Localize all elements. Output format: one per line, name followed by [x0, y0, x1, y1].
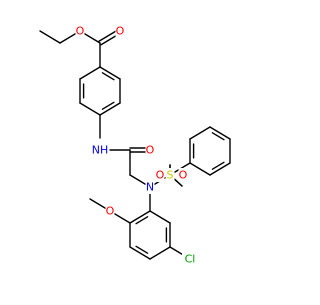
- chlorine-label-background: [182, 252, 198, 266]
- sulfonyl-oxygen-left-label-background: [155, 168, 165, 182]
- sulfonyl-oxygen-right-label-background: [178, 168, 188, 182]
- ester-oxygen-single-label: O: [76, 25, 85, 38]
- chlorine-label: Cl: [185, 253, 196, 266]
- sulfonamide-nitrogen-label: N: [146, 181, 154, 194]
- benzoate-ring-inner-2: [101, 101, 115, 110]
- chloromethoxy-ring-inner-2: [135, 245, 149, 254]
- chloromethoxy-ring-bond-5: [149, 210, 171, 224]
- chloromethoxy-ring-inner-0: [135, 216, 149, 225]
- ester-oxygen-double-label: O: [116, 25, 125, 38]
- amide-oxygen-label-background: [145, 143, 155, 157]
- phenyl-ring-bond-4: [209, 162, 231, 176]
- sulfonamide-nitrogen-label-background: [145, 180, 155, 194]
- bond-ch3-ch2: [39, 30, 61, 44]
- benzoate-ring-bond-5: [79, 66, 101, 80]
- sulfur-label-background: [165, 168, 175, 182]
- amide-oxygen-label: O: [146, 144, 155, 157]
- chloromethoxy-ring-bond-0: [129, 210, 151, 224]
- sulfur-label: S: [167, 169, 174, 182]
- benzoate-ring-bond-0: [99, 66, 121, 80]
- chloromethoxy-ring-bond-3: [149, 246, 171, 260]
- benzoate-ring-bond-3: [79, 102, 101, 116]
- chloromethoxy-ring-bond-2: [129, 246, 151, 260]
- phenyl-ring-bond-2: [209, 126, 231, 140]
- benzoate-ring-inner-0: [101, 72, 115, 81]
- sulfonyl-oxygen-right-label: O: [179, 169, 188, 182]
- phenyl-ring-bond-1: [189, 126, 211, 140]
- methoxy-oxygen-label: O: [106, 205, 115, 218]
- methoxy-oxygen-label-background: [105, 204, 115, 218]
- amide-nh-label-background: [92, 143, 108, 157]
- phenyl-ring-bond-5: [189, 162, 211, 176]
- phenyl-ring-inner-4: [211, 161, 225, 170]
- ester-oxygen-double-label-background: [115, 24, 125, 38]
- phenyl-ring-inner-2: [211, 132, 225, 141]
- amide-nh-label: NH: [92, 144, 109, 157]
- sulfonyl-oxygen-left-label: O: [156, 169, 165, 182]
- benzoate-ring-bond-2: [99, 102, 121, 116]
- ester-oxygen-single-label-background: [75, 24, 85, 38]
